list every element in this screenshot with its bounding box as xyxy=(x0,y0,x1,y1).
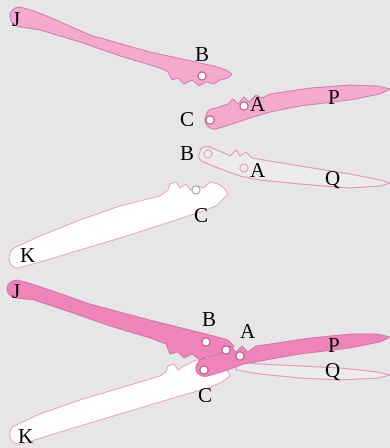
label-p-assembled: P xyxy=(328,333,340,357)
handle-k-shape xyxy=(8,181,229,269)
pivot-hole-b-q xyxy=(203,149,213,159)
assembled-pivot-b xyxy=(201,337,211,347)
label-c-blade: C xyxy=(180,107,194,131)
pivot-hole-a-q xyxy=(239,163,249,173)
label-a-assembled: A xyxy=(240,319,256,343)
handle-j-shape xyxy=(9,6,233,87)
handle-k-lower xyxy=(8,181,229,269)
label-q-assembled: Q xyxy=(325,358,340,382)
label-j-assembled: J xyxy=(12,279,20,303)
label-a-blade: A xyxy=(250,92,266,116)
label-p-blade: P xyxy=(328,85,340,109)
assembled-pivot-a xyxy=(235,351,245,361)
assembled-pivot-c xyxy=(199,365,209,375)
label-k-lower: K xyxy=(20,243,35,267)
assembled-pivot-a-inner xyxy=(221,345,231,355)
handle-j-upper xyxy=(9,6,233,87)
assembled-handle-j xyxy=(6,279,235,361)
pivot-hole-a-blade xyxy=(239,101,249,111)
pivot-hole-c-k xyxy=(191,185,201,195)
assembled-blade-q xyxy=(235,361,390,381)
label-b-upper: B xyxy=(195,42,209,66)
blade-q-shape xyxy=(198,146,390,189)
label-k-assembled: K xyxy=(18,424,33,448)
assembled-view xyxy=(6,279,390,445)
label-b-q: B xyxy=(180,141,194,165)
label-j-upper: J xyxy=(12,7,20,31)
label-q-blade: Q xyxy=(325,166,340,190)
label-c-handle-k: C xyxy=(194,203,208,227)
blade-p-shape xyxy=(204,84,390,130)
blade-p xyxy=(204,84,390,130)
label-c-assembled: C xyxy=(198,383,212,407)
assembled-blade-p xyxy=(195,333,390,377)
label-b-assembled: B xyxy=(202,307,216,331)
pivot-hole-c-blade xyxy=(205,115,215,125)
label-a-q: A xyxy=(250,158,266,182)
blade-q-outline xyxy=(198,146,390,189)
pivot-hole-b-upper xyxy=(197,71,207,81)
